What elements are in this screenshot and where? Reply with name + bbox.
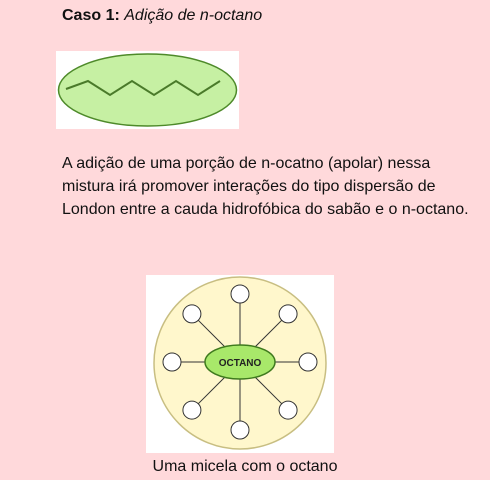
case-title: Adição de n-octano: [124, 7, 263, 24]
octane-carbon-chain: [65, 79, 221, 97]
micelle-figure: OCTANO: [146, 275, 334, 453]
micelle-caption: Uma micela com o octano: [152, 458, 338, 475]
surfactant-head: [298, 352, 318, 372]
case-label: Caso 1:: [62, 7, 120, 24]
octane-structure-svg: [57, 53, 238, 127]
surfactant-head: [278, 400, 298, 420]
octane-core-label: OCTANO: [219, 358, 262, 369]
explanation-paragraph: A adição de uma porção de n-ocatno (apol…: [62, 155, 469, 218]
surfactant-head: [162, 352, 182, 372]
octane-structure-figure: [56, 51, 239, 129]
surfactant-head: [230, 420, 250, 440]
micelle-svg: OCTANO: [153, 276, 327, 450]
surfactant-head: [182, 304, 202, 324]
surfactant-head: [182, 400, 202, 420]
surfactant-head: [278, 304, 298, 324]
case-heading: Caso 1: Adição de n-octano: [62, 6, 262, 26]
surfactant-head: [230, 284, 250, 304]
octane-core: [204, 344, 276, 380]
